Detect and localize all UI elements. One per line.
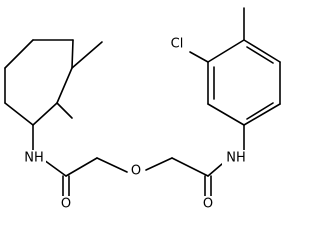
structure-diagram: Cl NH O O O NH [4,7,281,212]
cyclohexane-ring [4,39,74,126]
carbonyl-to-nh-bond [207,163,223,177]
ch2-to-oxygen-bond [96,157,128,173]
molecule-drawing: Cl NH O O O NH [4,7,281,212]
ring-bond [4,102,34,126]
ring-bond [71,39,74,69]
aryl-chlorine-bond [189,51,209,63]
carbonyl-to-ch2-bond [65,157,98,177]
carbonyl-oxygen-label-right: O [203,197,213,212]
label-mask [58,196,74,212]
ring-bond [243,39,281,63]
methyl-bond-middle [56,102,73,119]
ring-bond [56,67,73,104]
ring-bond [207,39,245,63]
oxygen-to-ch2-bond [145,157,173,171]
ether-oxygen-label: O [131,164,141,179]
ring-bond [4,39,34,69]
aromatic-inner-bond [246,102,274,120]
chlorine-atom-label: Cl [171,37,184,52]
ring-bond [243,103,281,126]
benzene-ring [207,39,281,126]
label-mask [166,35,188,51]
label-mask [222,150,246,166]
label-mask [200,196,216,212]
nh-atom-label-right: NH [226,151,246,166]
ch2-to-carbonyl-bond [171,157,209,177]
ring-bond [207,103,245,126]
label-mask [22,150,46,166]
methyl-bond-top [71,41,103,69]
carbonyl-oxygen-label-left: O [61,197,71,212]
nh-atom-label-left: NH [24,151,44,166]
label-mask [128,163,144,179]
nh-to-carbonyl-bond [43,159,67,177]
aromatic-inner-bond [246,46,274,64]
ring-bond [32,102,58,126]
